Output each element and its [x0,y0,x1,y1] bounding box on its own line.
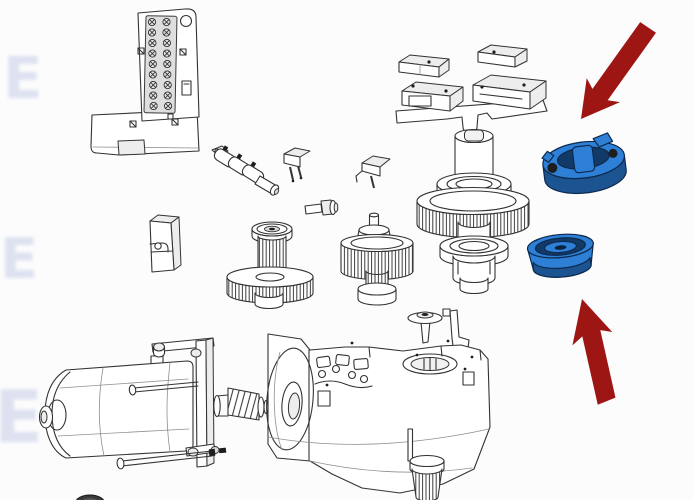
electric-motor [38,337,269,470]
clutch-face [266,347,314,451]
side-bracket [442,308,470,349]
shaft-square-hole [464,129,484,142]
micro-lever-1 [283,147,311,183]
motor-body [44,360,194,459]
watermark-e-3: E [0,375,43,459]
clamp-screw-right [608,148,618,158]
clamp-screw-left [547,162,558,173]
gearbox-housing [266,308,491,500]
main-gear-face [416,186,530,216]
output-coupling [407,428,445,500]
adjuster-screw [304,199,339,216]
microswitch-2 [477,44,528,68]
breather-cap [407,311,443,344]
worm-wheel [340,212,414,306]
clamp-bridge [571,144,596,174]
board-hole [179,14,193,28]
watermarks: E E E [0,44,43,459]
main-gear-shaft [416,128,530,295]
pinion-gear [226,221,314,310]
bushing-center-hole [554,245,567,250]
microswitch-1 [398,54,450,78]
microswitch-3 [401,81,464,112]
standoff-bracket [149,214,182,273]
cam-lever-chain [211,145,280,196]
arrow-down-left-icon [581,22,656,119]
fixing-screw-2 [116,448,216,470]
arrow-up-icon [572,299,616,405]
board-clip [181,80,192,96]
motor-bracket [151,337,227,468]
micro-lever-2 [355,155,391,189]
microswitch-4 [472,74,547,110]
latch-cluster [314,354,373,389]
bracket-bolt-3 [187,447,199,457]
bushing-ring [526,233,594,278]
clamp-collar [541,132,627,195]
clamp-lug [541,150,555,163]
bracket-bolt-2 [190,348,202,358]
watermark-e-1: E [3,44,43,112]
plate-opening [117,139,146,156]
bracket-hole [154,242,162,250]
control-board [90,8,200,156]
clamp-tab [592,132,614,148]
worm-shaft [213,387,269,421]
watermark-e-2: E [0,227,38,292]
bushing-bottom-band [532,256,592,278]
fixing-screw-1 [128,381,199,396]
microswitch-assembly [395,44,548,134]
